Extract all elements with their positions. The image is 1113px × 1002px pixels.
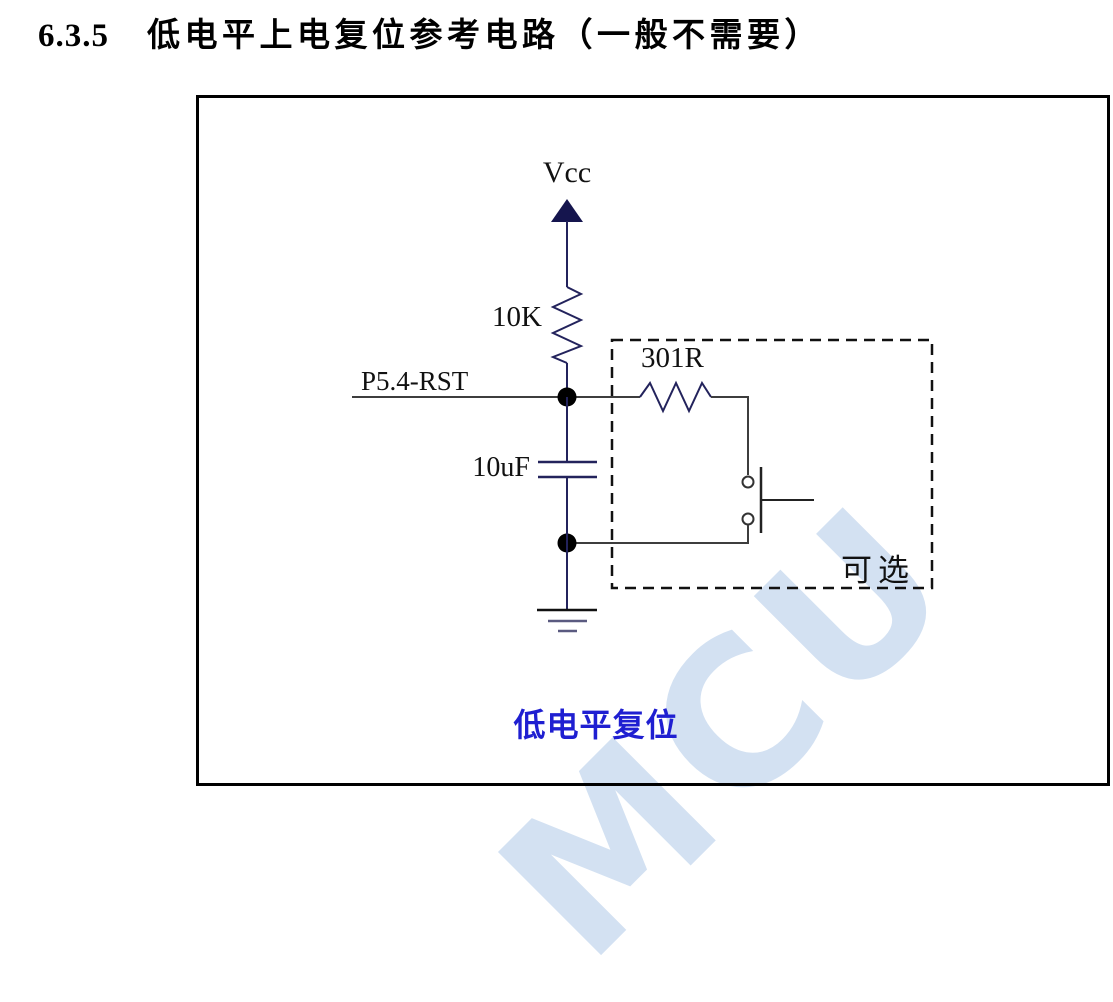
figure-border [196, 95, 1110, 786]
optional-region-box [610, 338, 934, 590]
switch-contact-top [741, 475, 755, 489]
figure-caption: 低电平复位 [513, 707, 679, 743]
series-resistor-301r [639, 380, 712, 414]
section-heading: 6.3.5 低电平上电复位参考电路（一般不需要） [38, 8, 822, 56]
circuit-schematic [196, 95, 1110, 786]
wire-resistor-to-switch [711, 396, 749, 475]
optional-label: 可选 [841, 553, 915, 588]
capacitor-label: 10uF [472, 452, 530, 483]
series-resistor-label: 301R [641, 342, 704, 374]
wire-switch-to-node [567, 525, 749, 544]
section-title: 低电平上电复位参考电路（一般不需要） [147, 18, 822, 54]
reset-net-label: P5.4-RST [361, 366, 469, 396]
section-number: 6.3.5 [38, 18, 109, 54]
pullup-resistor-10k [550, 286, 584, 364]
pullup-resistor-label: 10K [492, 301, 542, 333]
switch-contact-bottom [741, 512, 755, 526]
vcc-label: Vcc [542, 156, 592, 189]
vcc-arrow-icon [551, 199, 583, 222]
